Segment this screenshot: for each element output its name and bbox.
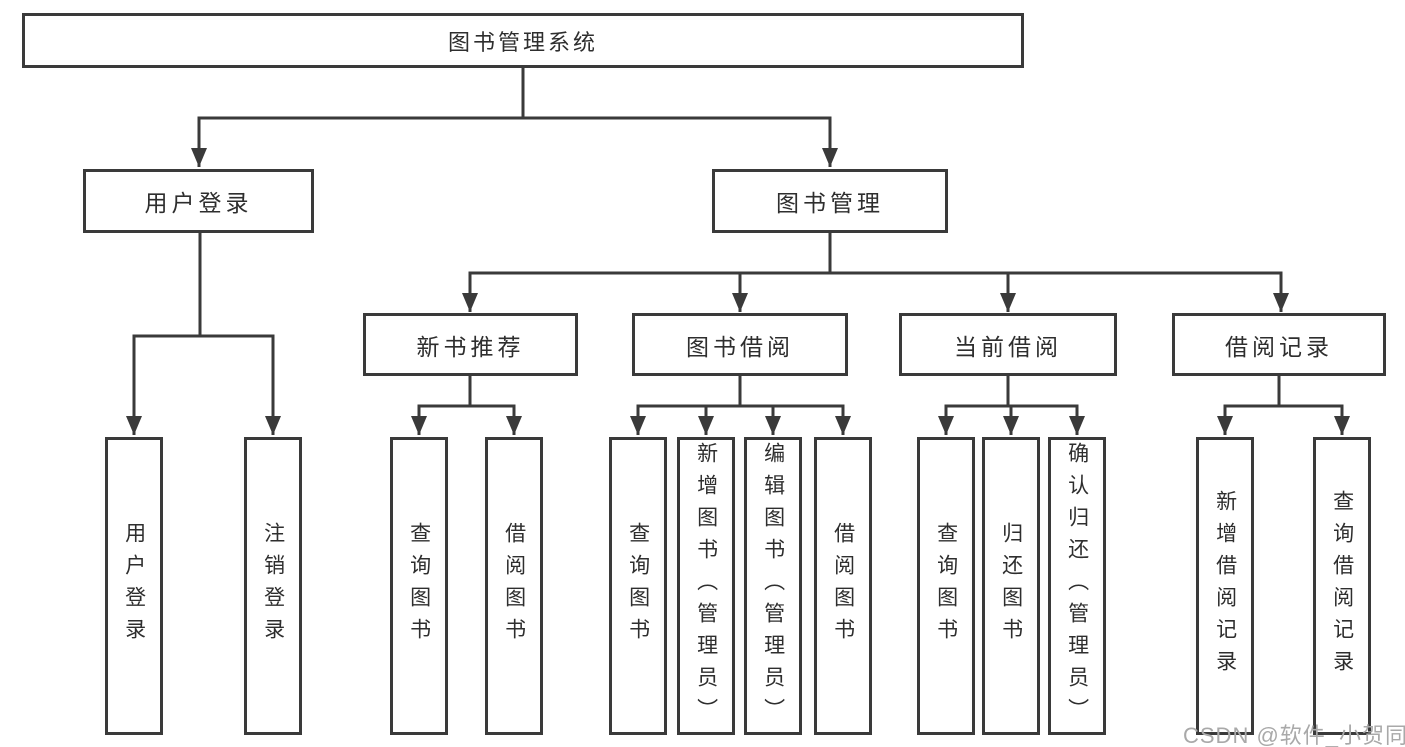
node-label: 查询借阅记录: [1330, 490, 1354, 682]
node-cb-confirm-return-admin: 确认归还（管理员）: [1048, 437, 1106, 735]
node-label: 查询图书: [407, 522, 431, 650]
node-label: 借阅图书: [831, 522, 855, 650]
node-nbr-borrow-books: 借阅图书: [485, 437, 543, 735]
node-label: 新增图书（管理员）: [694, 442, 718, 730]
node-cb-return-books: 归还图书: [982, 437, 1040, 735]
node-label: 查询图书: [934, 522, 958, 650]
node-bb-add-book-admin: 新增图书（管理员）: [677, 437, 735, 735]
node-root: 图书管理系统: [22, 13, 1024, 68]
node-cb-query-books: 查询图书: [917, 437, 975, 735]
node-br-query-borrow-record: 查询借阅记录: [1313, 437, 1371, 735]
node-new-book-recommendation: 新书推荐: [363, 313, 578, 376]
node-logout-action: 注销登录: [244, 437, 302, 735]
node-label: 注销登录: [261, 522, 285, 650]
node-user-login: 用户登录: [83, 169, 314, 233]
node-current-borrowing: 当前借阅: [899, 313, 1117, 376]
node-label: 借阅图书: [502, 522, 526, 650]
node-br-add-borrow-record: 新增借阅记录: [1196, 437, 1254, 735]
node-bb-edit-book-admin: 编辑图书（管理员）: [744, 437, 802, 735]
node-book-management: 图书管理: [712, 169, 948, 233]
node-borrowing-records: 借阅记录: [1172, 313, 1386, 376]
watermark: CSDN @软件_小贺同学: [1183, 723, 1405, 747]
node-label: 编辑图书（管理员）: [761, 442, 785, 730]
node-label: 查询图书: [626, 522, 650, 650]
node-label: 用户登录: [122, 522, 146, 650]
node-nbr-query-books: 查询图书: [390, 437, 448, 735]
node-label: 归还图书: [999, 522, 1023, 650]
node-bb-query-books: 查询图书: [609, 437, 667, 735]
node-book-borrowing: 图书借阅: [632, 313, 848, 376]
node-login-action: 用户登录: [105, 437, 163, 735]
node-label: 新增借阅记录: [1213, 490, 1237, 682]
node-label: 确认归还（管理员）: [1065, 442, 1089, 730]
node-bb-borrow-books: 借阅图书: [814, 437, 872, 735]
